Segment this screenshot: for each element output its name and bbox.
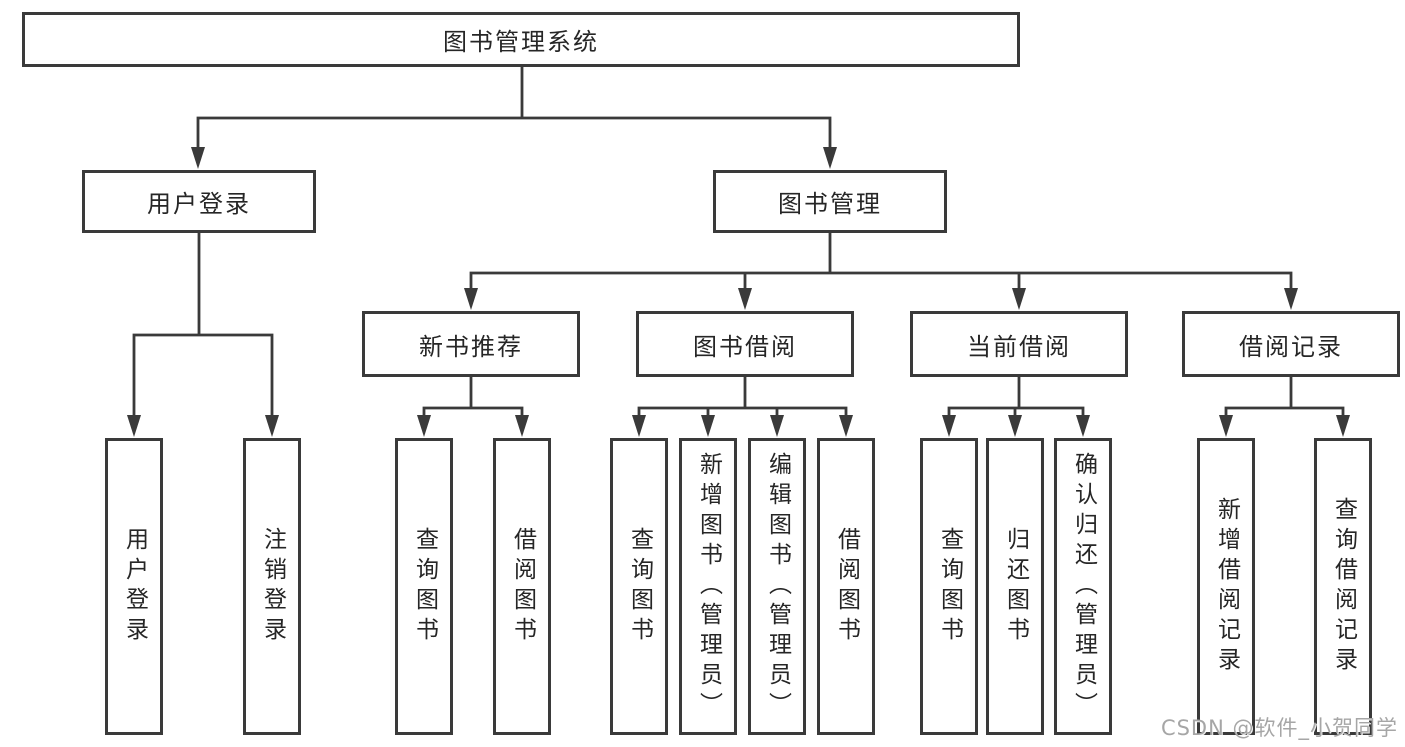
node-label: 用户登录 [147, 190, 251, 218]
leaf-nbr-query-books: 查询图书 [395, 438, 453, 735]
leaf-bb-edit-book-admin: 编辑图书（管理员） [748, 438, 806, 735]
node-new-book-recommendation: 新书推荐 [362, 311, 580, 377]
leaf-cb-query-books: 查询图书 [920, 438, 978, 735]
leaf-nbr-borrow-books: 借阅图书 [493, 438, 551, 735]
arrow-down-icon [127, 415, 141, 437]
node-root: 图书管理系统 [22, 12, 1020, 67]
leaf-label: 注销登录 [259, 526, 286, 647]
arrow-down-icon [464, 288, 478, 310]
leaf-label: 确认归还（管理员） [1070, 451, 1097, 722]
leaf-label: 新增图书（管理员） [695, 451, 722, 722]
node-current-borrowing: 当前借阅 [910, 311, 1128, 377]
leaf-label: 借阅图书 [509, 526, 536, 647]
leaf-br-add-borrow-record: 新增借阅记录 [1197, 438, 1255, 735]
arrow-down-icon [1219, 415, 1233, 437]
arrow-down-icon [1076, 415, 1090, 437]
node-label: 图书管理 [778, 190, 882, 218]
leaf-bb-borrow-books: 借阅图书 [817, 438, 875, 735]
node-label: 借阅记录 [1239, 332, 1343, 361]
node-book-management: 图书管理 [713, 170, 947, 233]
arrow-down-icon [265, 415, 279, 437]
node-label: 图书借阅 [693, 332, 797, 361]
node-label: 新书推荐 [419, 332, 523, 361]
arrow-down-icon [1336, 415, 1350, 437]
leaf-label: 编辑图书（管理员） [764, 451, 791, 722]
leaf-logout-login: 注销登录 [243, 438, 301, 735]
arrow-down-icon [701, 415, 715, 437]
node-borrowing-records: 借阅记录 [1182, 311, 1400, 377]
leaf-user-login: 用户登录 [105, 438, 163, 735]
node-book-borrowing: 图书借阅 [636, 311, 854, 377]
leaf-label: 查询图书 [411, 526, 438, 647]
arrow-down-icon [191, 147, 205, 169]
leaf-label: 借阅图书 [833, 526, 860, 647]
arrow-down-icon [1008, 415, 1022, 437]
leaf-label: 查询借阅记录 [1330, 496, 1357, 677]
arrow-down-icon [839, 415, 853, 437]
leaf-cb-return-books: 归还图书 [986, 438, 1044, 735]
csdn-watermark: CSDN @软件_小贺同学 [1160, 716, 1398, 740]
leaf-label: 查询图书 [936, 526, 963, 647]
arrow-down-icon [632, 415, 646, 437]
leaf-bb-add-book-admin: 新增图书（管理员） [679, 438, 737, 735]
arrow-down-icon [515, 415, 529, 437]
arrow-down-icon [417, 415, 431, 437]
node-label: 当前借阅 [967, 332, 1071, 361]
leaf-label: 查询图书 [626, 526, 653, 647]
arrow-down-icon [770, 415, 784, 437]
leaf-br-query-borrow-record: 查询借阅记录 [1314, 438, 1372, 735]
leaf-cb-confirm-return-admin: 确认归还（管理员） [1054, 438, 1112, 735]
arrow-down-icon [738, 288, 752, 310]
arrow-down-icon [942, 415, 956, 437]
leaf-label: 新增借阅记录 [1213, 496, 1240, 677]
leaf-bb-query-books: 查询图书 [610, 438, 668, 735]
arrow-down-icon [823, 147, 837, 169]
arrow-down-icon [1284, 288, 1298, 310]
connector-path [132, 67, 1345, 415]
node-user-login: 用户登录 [82, 170, 316, 233]
arrow-down-icon [1012, 288, 1026, 310]
node-label: 图书管理系统 [443, 28, 599, 56]
arrowhead-icons [127, 147, 1350, 437]
leaf-label: 用户登录 [121, 526, 148, 647]
leaf-label: 归还图书 [1002, 526, 1029, 647]
